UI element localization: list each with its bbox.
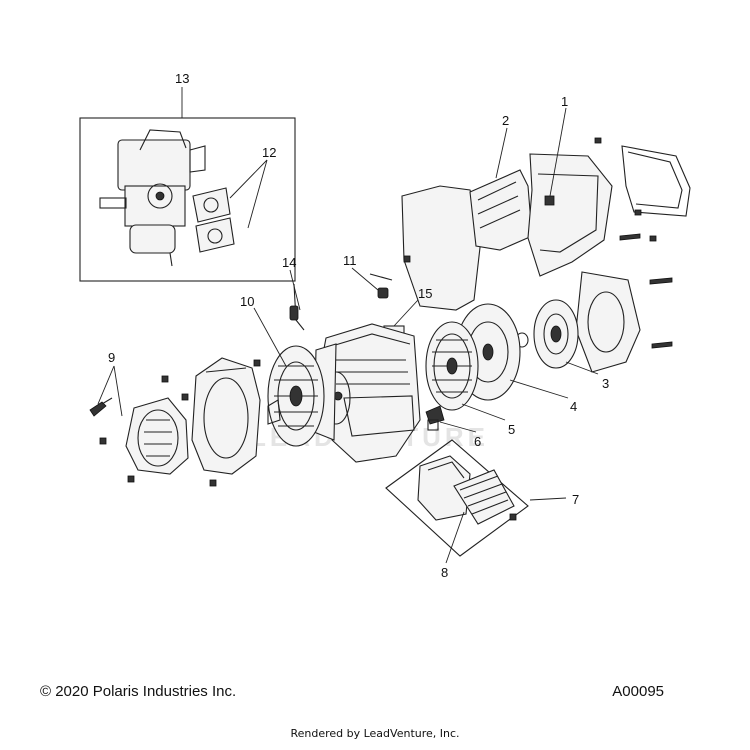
ignition-lead [289, 283, 305, 331]
flywheel [267, 345, 325, 447]
callout-9: 9 [108, 350, 115, 365]
copyright-notice: © 2020 Polaris Industries Inc. [40, 683, 237, 700]
callout-5: 5 [508, 422, 515, 437]
callout-2: 2 [502, 113, 509, 128]
callout-10: 10 [240, 294, 254, 309]
stator-and-housing [515, 271, 641, 373]
callout-6: 6 [474, 434, 481, 449]
callout-labels: 1 2 3 4 5 6 7 8 9 10 11 12 13 14 15 [108, 71, 609, 580]
front-housing [99, 357, 261, 487]
cooling-fan [425, 321, 479, 411]
callout-8: 8 [441, 565, 448, 580]
hardware-bolts [403, 137, 673, 349]
carburetor-assembly [79, 117, 296, 282]
callout-7: 7 [572, 492, 579, 507]
callout-4: 4 [570, 399, 577, 414]
leader-lines [97, 87, 599, 564]
drain-knob [425, 405, 445, 431]
diagram-id: A00095 [612, 683, 664, 700]
engine-shroud [401, 153, 613, 311]
callout-11: 11 [343, 253, 357, 268]
callout-13: 13 [175, 71, 189, 86]
exploded-parts-diagram: LEADVENTURE [79, 71, 691, 580]
air-filter-assembly [385, 439, 529, 557]
callout-15: 15 [418, 286, 432, 301]
callout-14: 14 [282, 255, 296, 270]
callout-12: 12 [262, 145, 276, 160]
recoil-starter [89, 397, 189, 475]
carburetor-gaskets [192, 187, 235, 253]
frame-bracket [621, 145, 691, 217]
rendered-by-credit: Rendered by LeadVenture, Inc. [290, 727, 460, 740]
bolt-part-1 [544, 195, 555, 206]
callout-3: 3 [602, 376, 609, 391]
callout-1: 1 [561, 94, 568, 109]
